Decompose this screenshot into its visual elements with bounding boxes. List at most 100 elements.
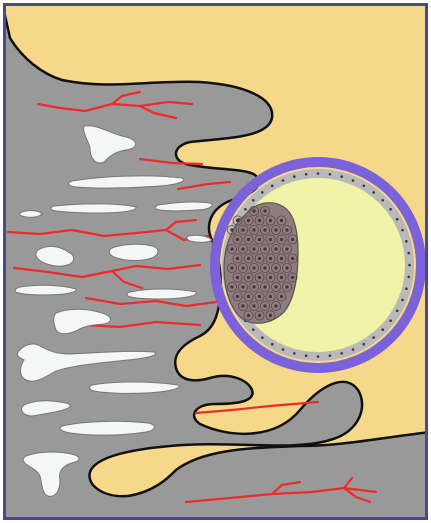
cumulus-cell-nucleus [258, 276, 261, 279]
cumulus-cell-nucleus [263, 304, 266, 307]
granulosa-nucleus [381, 199, 384, 202]
cumulus-cell-nucleus [274, 266, 277, 269]
cumulus-cell-nucleus [247, 238, 250, 241]
cumulus-cell-nucleus [285, 247, 288, 250]
granulosa-nucleus [340, 175, 343, 178]
granulosa-nucleus [252, 328, 255, 331]
granulosa-nucleus [293, 352, 296, 355]
granulosa-nucleus [401, 299, 404, 302]
cumulus-cell-nucleus [252, 209, 255, 212]
cumulus-cell-nucleus [247, 314, 250, 317]
cumulus-cell-nucleus [252, 266, 255, 269]
granulosa-nucleus [408, 264, 411, 267]
granulosa-nucleus [329, 354, 332, 357]
cumulus-cell-nucleus [230, 247, 233, 250]
cumulus-cell-nucleus [236, 238, 239, 241]
cumulus-cell-nucleus [258, 314, 261, 317]
cumulus-cell-nucleus [274, 247, 277, 250]
gland [109, 244, 158, 260]
cumulus-cell-nucleus [280, 219, 283, 222]
cumulus-cell-nucleus [263, 266, 266, 269]
granulosa-nucleus [372, 336, 375, 339]
cumulus-cell-nucleus [285, 285, 288, 288]
cumulus-cell-nucleus [291, 257, 294, 260]
granulosa-nucleus [244, 208, 247, 211]
granulosa-nucleus [317, 355, 320, 358]
granulosa-nucleus [271, 343, 274, 346]
cumulus-cell-nucleus [247, 219, 250, 222]
granulosa-nucleus [381, 328, 384, 331]
cumulus-cell-nucleus [269, 314, 272, 317]
gland [51, 204, 136, 213]
granulosa-nucleus [282, 348, 285, 351]
cumulus-cell-nucleus [230, 228, 233, 231]
cumulus-cell-nucleus [263, 285, 266, 288]
granulosa-nucleus [407, 252, 410, 255]
granulosa-nucleus [305, 354, 308, 357]
cumulus-cell-nucleus [269, 276, 272, 279]
granulosa-nucleus [271, 185, 274, 188]
cumulus-cell-nucleus [280, 295, 283, 298]
cumulus-cell-nucleus [274, 285, 277, 288]
granulosa-nucleus [317, 172, 320, 175]
cumulus-cell-nucleus [274, 228, 277, 231]
cumulus-cell-nucleus [252, 247, 255, 250]
cumulus-cell-nucleus [280, 276, 283, 279]
cumulus-cell-nucleus [230, 266, 233, 269]
granulosa-nucleus [352, 179, 355, 182]
granulosa-nucleus [401, 229, 404, 232]
cumulus-cell-nucleus [258, 257, 261, 260]
gland [60, 421, 155, 435]
granulosa-nucleus [407, 276, 410, 279]
cumulus-cell-nucleus [241, 304, 244, 307]
cumulus-cell-nucleus [252, 228, 255, 231]
granulosa-nucleus [372, 191, 375, 194]
cumulus-cell-nucleus [280, 257, 283, 260]
granulosa-nucleus [340, 352, 343, 355]
granulosa-nucleus [261, 191, 264, 194]
cumulus-cell-nucleus [236, 257, 239, 260]
cumulus-cell-nucleus [269, 295, 272, 298]
cumulus-cell-nucleus [291, 276, 294, 279]
cumulus-cell-nucleus [230, 285, 233, 288]
granulosa-nucleus [389, 319, 392, 322]
gland [127, 289, 197, 299]
granulosa-nucleus [363, 185, 366, 188]
cumulus-cell-nucleus [241, 285, 244, 288]
granulosa-nucleus [389, 208, 392, 211]
ovarian-follicle-icon [215, 162, 421, 368]
cumulus-cell-nucleus [258, 295, 261, 298]
granulosa-nucleus [305, 173, 308, 176]
cumulus-cell-nucleus [241, 247, 244, 250]
granulosa-nucleus [252, 199, 255, 202]
granulosa-nucleus [329, 173, 332, 176]
cumulus-cell-nucleus [285, 228, 288, 231]
gland [20, 211, 42, 218]
granulosa-nucleus [293, 175, 296, 178]
cumulus-cell-nucleus [236, 295, 239, 298]
cumulus-cell-nucleus [263, 228, 266, 231]
cumulus-cell-nucleus [241, 266, 244, 269]
cumulus-cell-nucleus [269, 219, 272, 222]
cumulus-cell-nucleus [247, 257, 250, 260]
granulosa-nucleus [396, 218, 399, 221]
cumulus-cell-nucleus [269, 257, 272, 260]
cumulus-cell-nucleus [285, 266, 288, 269]
granulosa-nucleus [363, 343, 366, 346]
cumulus-cell-nucleus [291, 238, 294, 241]
cumulus-cell-nucleus [236, 219, 239, 222]
cumulus-cell-nucleus [280, 238, 283, 241]
granulosa-nucleus [352, 348, 355, 351]
cumulus-cell-nucleus [236, 276, 239, 279]
cumulus-cell-nucleus [252, 304, 255, 307]
cumulus-cell-nucleus [241, 228, 244, 231]
granulosa-nucleus [405, 240, 408, 243]
cumulus-cell-nucleus [247, 295, 250, 298]
cumulus-cell-nucleus [252, 285, 255, 288]
cumulus-cell-nucleus [269, 238, 272, 241]
granulosa-nucleus [282, 179, 285, 182]
cumulus-cell-nucleus [258, 238, 261, 241]
gland [15, 285, 76, 295]
cumulus-cell-nucleus [247, 276, 250, 279]
